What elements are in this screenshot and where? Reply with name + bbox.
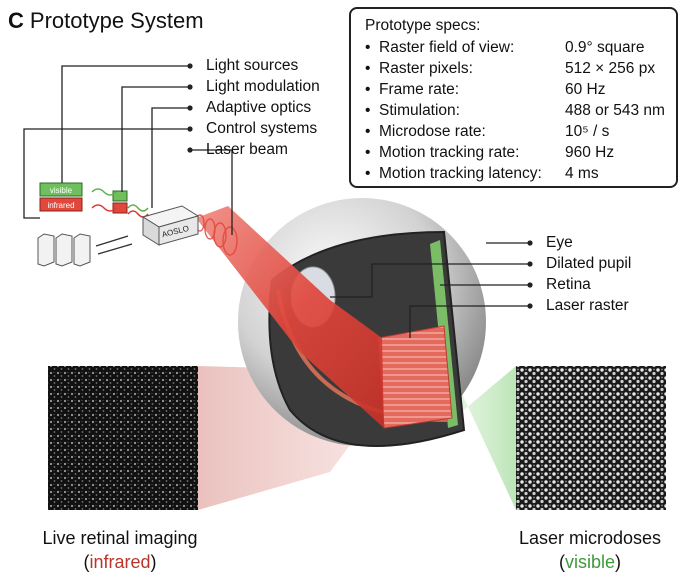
spec-value: 488 or 543 nm [565, 101, 665, 119]
caption-imaging-sub: (infrared) [83, 552, 157, 572]
spec-value: 10⁵ / s [565, 122, 610, 140]
aoslo-unit [141, 205, 200, 246]
system-leaders [23, 65, 233, 235]
spec-label: Microdose rate: [379, 122, 486, 140]
label-eye: Eye [546, 234, 573, 251]
beam-rings [195, 214, 238, 256]
spec-label: Motion tracking latency: [379, 164, 542, 182]
spec-label: Raster field of view: [379, 38, 515, 56]
spec-value: 60 Hz [565, 80, 606, 98]
visible-source-label: visible [50, 186, 73, 195]
spec-label: Stimulation: [379, 101, 460, 119]
laser-raster [377, 325, 453, 429]
label-retina: Retina [546, 276, 591, 293]
spec-value: 960 Hz [565, 143, 615, 161]
label-control-systems: Control systems [206, 120, 318, 137]
eye-leaders [330, 242, 530, 338]
label-light-sources: Light sources [206, 57, 299, 74]
spec-value: 0.9° square [565, 38, 645, 56]
light-sources [39, 182, 83, 212]
spec-row: •Frame rate:60 Hz [365, 80, 606, 98]
specs-heading: Prototype specs: [365, 17, 481, 34]
light-modulation [91, 188, 149, 218]
label-dilated-pupil: Dilated pupil [546, 255, 632, 272]
spec-value: 4 ms [565, 164, 599, 182]
title-text: Prototype System [29, 8, 204, 33]
infrared-word: infrared [89, 552, 151, 572]
system-leader-dots [187, 63, 193, 153]
microdose-image [516, 366, 666, 510]
caption-microdoses-sub: (visible) [558, 552, 622, 572]
spec-label: Frame rate: [379, 80, 460, 98]
spec-label: Raster pixels: [379, 59, 473, 77]
spec-row: •Microdose rate:10⁵ / s [365, 122, 610, 140]
spec-row: •Motion tracking rate:960 Hz [365, 143, 615, 161]
control-systems [37, 233, 133, 267]
spec-row: •Raster field of view:0.9° square [365, 38, 645, 56]
spec-row: •Motion tracking latency:4 ms [365, 164, 599, 182]
infrared-source-label: infrared [47, 201, 74, 210]
specs-box: Prototype specs: •Raster field of view:0… [349, 7, 678, 188]
caption-microdoses: Laser microdoses (visible) [495, 526, 685, 574]
label-laser-beam: Laser beam [206, 141, 288, 158]
caption-microdoses-title: Laser microdoses [518, 528, 662, 548]
spec-value: 512 × 256 px [565, 59, 656, 77]
caption-imaging: Live retinal imaging (infrared) [20, 526, 220, 574]
retinal-image [48, 366, 198, 510]
panel-letter: C [8, 8, 24, 33]
visible-word: visible [564, 552, 616, 572]
spec-label: Motion tracking rate: [379, 143, 520, 161]
caption-imaging-title: Live retinal imaging [42, 528, 198, 548]
spec-row: •Raster pixels:512 × 256 px [365, 59, 656, 77]
eye-leader-dots [527, 240, 533, 309]
spec-row: •Stimulation:488 or 543 nm [365, 101, 665, 119]
label-adaptive-optics: Adaptive optics [206, 99, 312, 116]
laser-beam [196, 206, 384, 428]
label-laser-raster: Laser raster [546, 297, 629, 314]
label-light-modulation: Light modulation [206, 78, 320, 95]
